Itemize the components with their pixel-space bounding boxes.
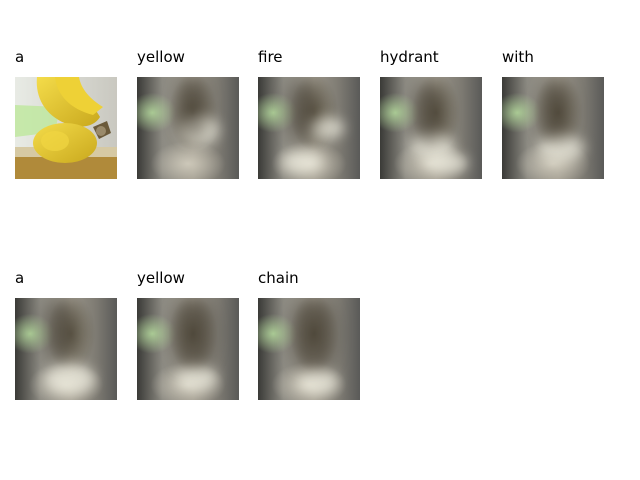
attention-thumbnail [137, 77, 239, 179]
banana-photo [15, 77, 117, 179]
caption-word: a [15, 269, 25, 287]
caption-word: yellow [137, 48, 185, 66]
caption-word: yellow [137, 269, 185, 287]
caption-word: a [15, 48, 25, 66]
attention-thumbnail [15, 298, 117, 400]
caption-word: hydrant [380, 48, 439, 66]
attention-thumbnail [137, 298, 239, 400]
attention-thumbnail [502, 77, 604, 179]
caption-word: chain [258, 269, 299, 287]
photo-thumbnail [15, 77, 117, 179]
caption-word: fire [258, 48, 283, 66]
caption-word: with [502, 48, 534, 66]
attention-thumbnail [258, 77, 360, 179]
attention-thumbnail [258, 298, 360, 400]
attention-thumbnail [380, 77, 482, 179]
